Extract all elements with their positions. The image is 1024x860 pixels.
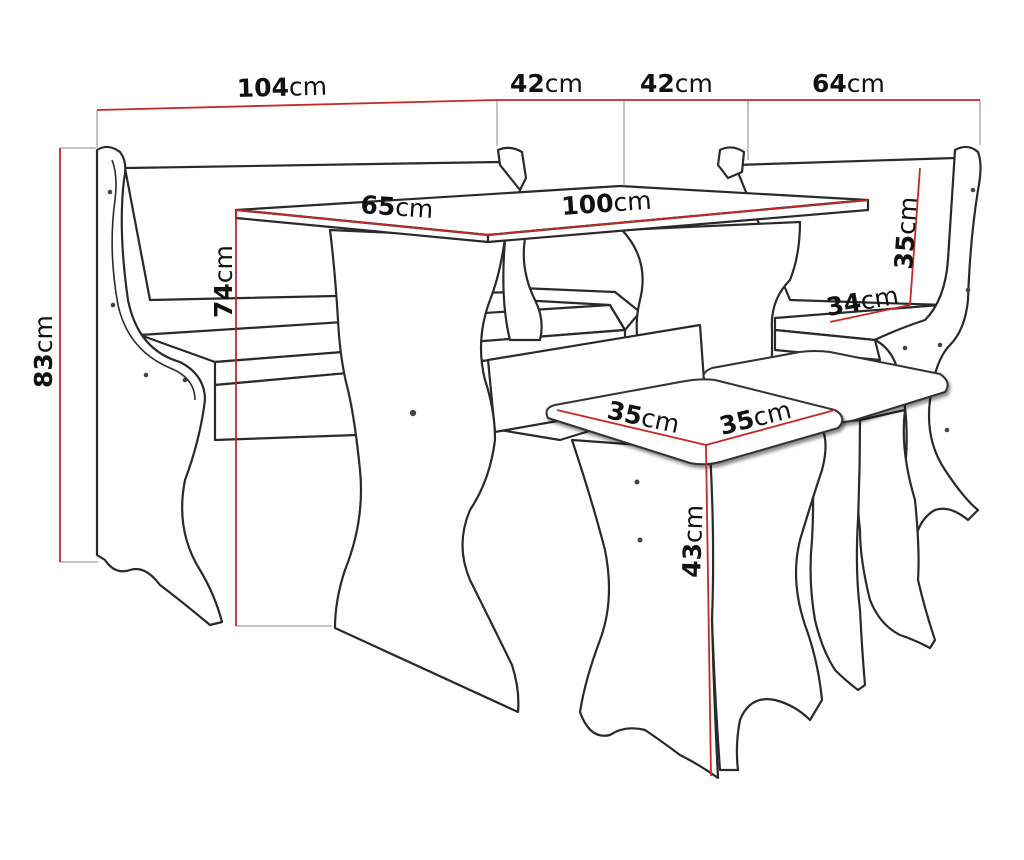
label-65: 65cm [360, 190, 435, 224]
front-stool [545, 378, 844, 780]
table-middle-support [502, 236, 543, 342]
front-stool-front-side [570, 438, 720, 780]
corner-post-right [716, 146, 746, 180]
corner-post-left [496, 146, 528, 192]
dim-line-43 [705, 444, 712, 777]
back-stool-seat [702, 350, 949, 423]
label-74: 74cm [209, 245, 238, 318]
back-stool-leg-right [856, 408, 937, 650]
label-34: 34cm [824, 281, 901, 322]
dimension-lines [59, 99, 980, 777]
table-front-leg [328, 228, 520, 714]
dim-line-65 [235, 209, 489, 236]
right-bench-end-panel [873, 145, 982, 547]
dim-line-35-a [556, 409, 707, 446]
left-bench [95, 145, 627, 627]
dim-line-35-back [909, 167, 921, 306]
dim-line-34 [829, 304, 911, 323]
left-bench-end-panel [95, 145, 224, 627]
dim-line-35-b [705, 409, 836, 446]
extension-lines [60, 100, 981, 627]
label-35-backrest: 35cm [889, 196, 923, 271]
label-42-b: 42cm [640, 69, 713, 98]
label-100: 100cm [560, 186, 652, 221]
back-stool-leg-left [808, 418, 867, 692]
dim-line-104 [96, 99, 498, 111]
table [234, 184, 870, 714]
front-stool-right-side [708, 423, 827, 772]
label-64: 64cm [812, 69, 885, 98]
label-35-stool-a: 35cm [605, 396, 682, 440]
label-83: 83cm [29, 315, 58, 388]
label-43: 43cm [677, 504, 709, 578]
back-stool [702, 350, 949, 692]
label-104: 104cm [236, 72, 327, 103]
dimension-labels: 104cm 42cm 42cm 64cm 83cm 74cm 65cm 100c… [29, 69, 923, 578]
label-42-a: 42cm [510, 69, 583, 98]
dim-line-100 [487, 199, 869, 236]
